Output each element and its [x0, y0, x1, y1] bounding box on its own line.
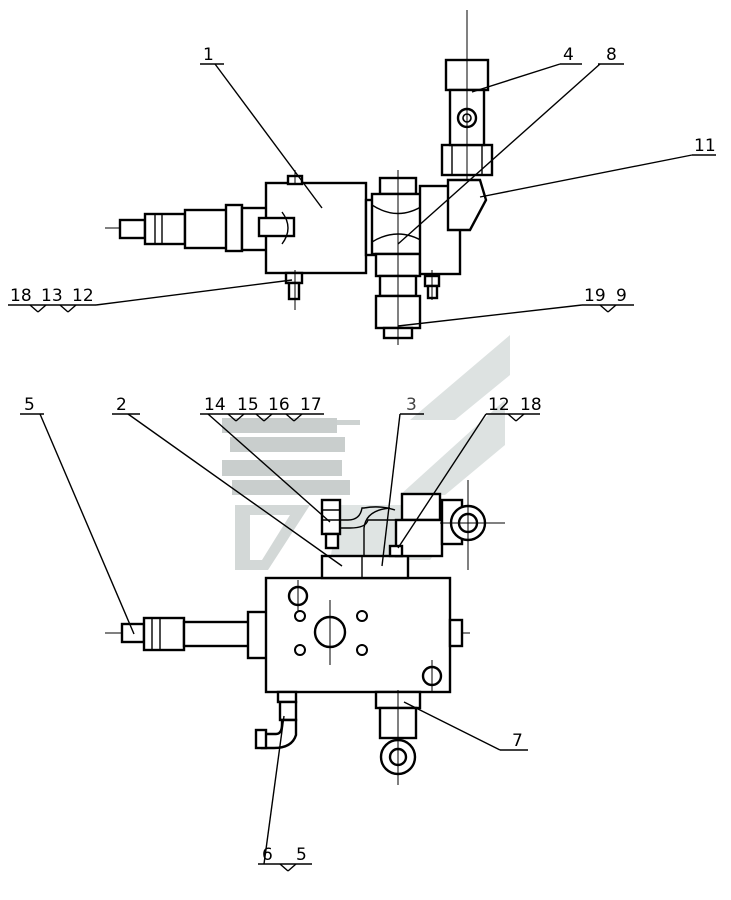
label-17: 17 — [300, 395, 322, 415]
front-view — [105, 480, 505, 785]
label-8: 8 — [606, 45, 617, 65]
label-9: 9 — [616, 286, 627, 306]
top-left-nut — [143, 212, 187, 246]
label-7: 7 — [512, 731, 523, 751]
top-subblock — [320, 554, 410, 580]
label-16: 16 — [268, 395, 290, 415]
label-4: 4 — [563, 45, 574, 65]
label-5-left: 5 — [24, 395, 35, 415]
label-2: 2 — [116, 395, 127, 415]
label-12-top: 12 — [72, 286, 94, 306]
label-18-front: 18 — [520, 395, 542, 415]
label-12-front: 12 — [488, 395, 510, 415]
front-left-sleeve — [182, 620, 252, 648]
label-18-top: 18 — [10, 286, 32, 306]
label-11: 11 — [694, 136, 716, 156]
label-13: 13 — [41, 286, 63, 306]
label-15: 15 — [237, 395, 259, 415]
top-left-plug — [118, 218, 147, 240]
label-6: 6 — [262, 845, 273, 865]
label-5-bottom: 5 — [296, 845, 307, 865]
top-block-boss — [257, 216, 296, 238]
elbow-11 — [446, 178, 488, 232]
top-view — [105, 10, 494, 345]
label-1: 1 — [203, 45, 214, 65]
label-14: 14 — [204, 395, 226, 415]
label-3: 3 — [406, 395, 417, 415]
top-left-sleeve — [183, 208, 232, 250]
label-19: 19 — [584, 286, 606, 306]
front-left-nut — [142, 616, 186, 652]
callout-labels: 1 4 8 11 18 13 12 19 9 5 2 14 15 16 17 3… — [10, 45, 716, 865]
leader-lines — [8, 63, 716, 872]
top-left-flange — [224, 203, 244, 253]
